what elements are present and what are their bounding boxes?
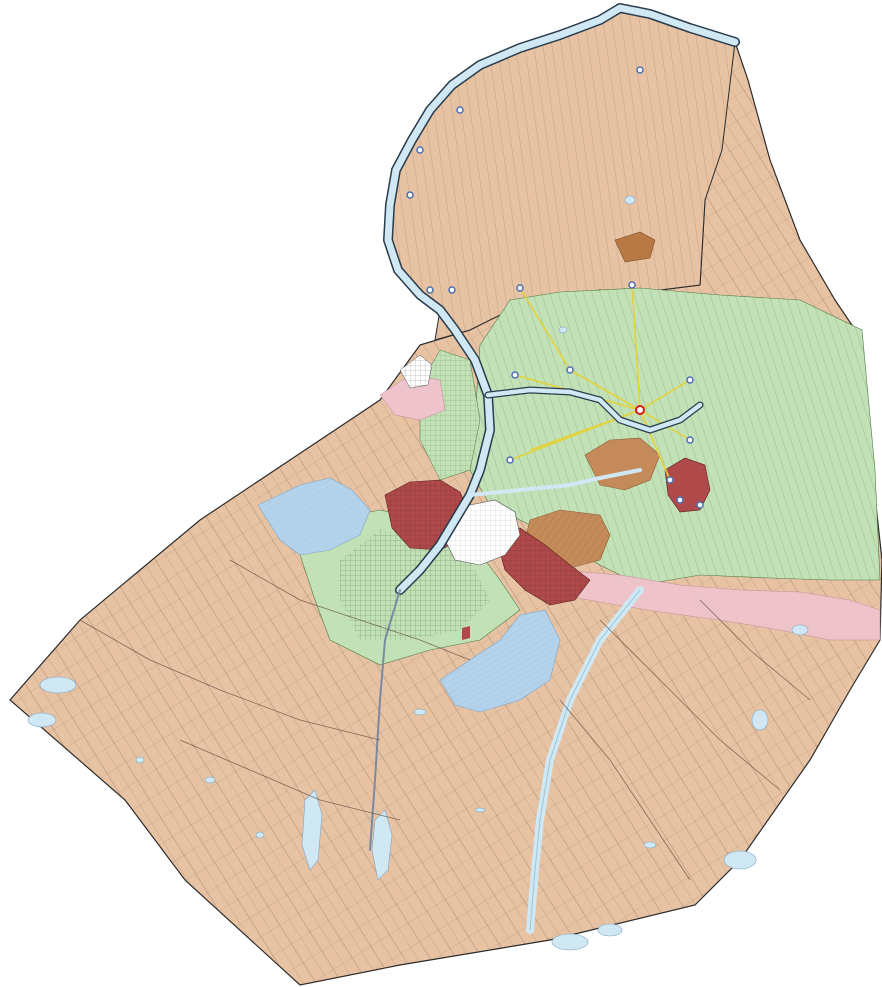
infrastructure-points bbox=[406, 66, 704, 509]
hub-point bbox=[635, 405, 645, 415]
southern-rivers bbox=[369, 586, 644, 934]
main-river bbox=[383, 3, 740, 595]
extraction-zone-north bbox=[614, 231, 656, 263]
road-lines bbox=[79, 559, 811, 881]
lakes bbox=[27, 195, 809, 951]
